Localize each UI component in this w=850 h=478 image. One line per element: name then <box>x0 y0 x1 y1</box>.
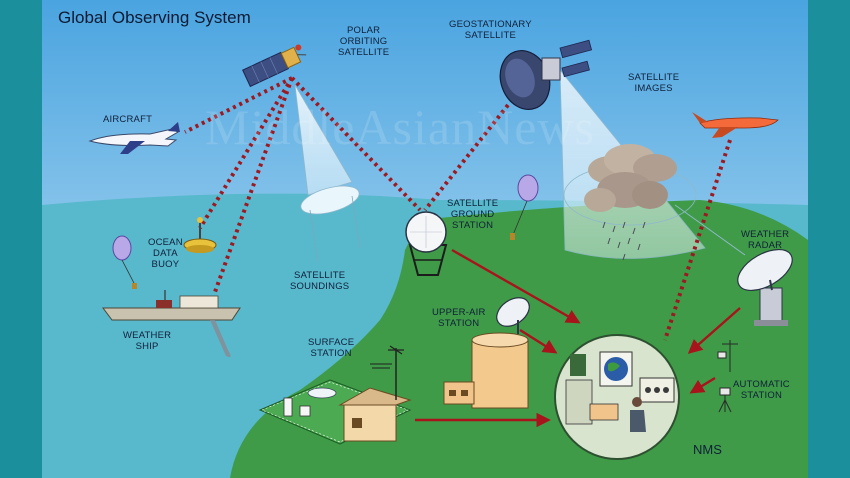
arrow-ground-nms <box>451 248 581 324</box>
label-geostationary-satellite: GEOSTATIONARY SATELLITE <box>449 19 532 41</box>
label-nms: NMS <box>693 442 722 457</box>
label-auto-line1: AUTOMATIC <box>733 379 790 390</box>
upper-air-balloon-icon <box>510 174 539 240</box>
label-surface-station: SURFACE STATION <box>308 337 354 359</box>
label-geo-line1: GEOSTATIONARY <box>449 19 532 30</box>
sounding-beam-line <box>351 195 361 249</box>
label-ground-line3: STATION <box>452 220 494 231</box>
surface-station-icon <box>258 345 412 445</box>
polar-satellite-icon <box>242 44 307 88</box>
label-satellite-soundings: SATELLITE SOUNDINGS <box>290 270 349 292</box>
label-polar-satellite: POLAR ORBITING SATELLITE <box>338 25 389 58</box>
nms-centre-icon <box>554 334 680 460</box>
aircraft-icon <box>88 122 180 154</box>
label-polar-line2: ORBITING <box>339 36 388 47</box>
link-geo-ground <box>423 103 510 212</box>
label-soundings-line1: SATELLITE <box>294 270 346 281</box>
sounding-beam-line <box>309 209 319 263</box>
weather-radar-icon <box>737 248 793 326</box>
label-ship-line2: SHIP <box>135 341 159 352</box>
label-aircraft: AIRCRAFT <box>103 114 153 125</box>
geostationary-satellite-icon <box>499 39 593 110</box>
label-buoy-line3: BUOY <box>151 259 180 270</box>
label-images-line1: SATELLITE <box>628 72 680 83</box>
rain <box>602 221 646 261</box>
link-polar-ship <box>213 77 294 293</box>
label-images-line2: IMAGES <box>634 83 673 94</box>
label-ground-line1: SATELLITE <box>447 198 499 209</box>
arrow-radar-nms <box>687 307 741 354</box>
label-polar-line3: SATELLITE <box>338 47 390 58</box>
label-ground-line2: GROUND <box>450 209 495 220</box>
flow-arrows <box>415 248 741 428</box>
link-polar-ground <box>290 76 422 212</box>
link-polar-aircraft <box>184 76 293 134</box>
automatic-station-icon <box>717 340 738 413</box>
link-aircraft-nms <box>663 139 732 341</box>
arrow-auto-nms <box>689 376 716 394</box>
label-surface-line1: SURFACE <box>308 337 355 348</box>
label-ocean-buoy: OCEAN DATA BUOY <box>148 237 183 270</box>
label-ship-line1: WEATHER <box>123 330 172 341</box>
label-auto-line2: STATION <box>740 390 783 401</box>
link-polar-buoy <box>198 76 294 230</box>
label-weather-ship: WEATHER SHIP <box>123 330 171 352</box>
ground-station-dish-icon <box>405 211 448 276</box>
label-upper-line2: STATION <box>438 318 480 329</box>
label-automatic-station: AUTOMATIC STATION <box>733 379 790 401</box>
radar-beam <box>674 204 746 256</box>
label-polar-line1: POLAR <box>347 25 381 36</box>
watermark-text: MiddleAsianNews <box>205 99 595 155</box>
storm-cloud <box>584 144 677 212</box>
label-upper-air-station: UPPER-AIR STATION <box>432 307 486 329</box>
label-surface-line2: STATION <box>310 348 352 359</box>
upper-air-station-icon <box>443 297 530 409</box>
arrow-upper-nms <box>519 328 558 354</box>
label-soundings-line2: SOUNDINGS <box>290 281 350 292</box>
page-title: Global Observing System <box>58 8 251 27</box>
label-upper-line1: UPPER-AIR <box>432 307 486 318</box>
label-ground-station: SATELLITE GROUND STATION <box>447 198 498 231</box>
label-radar-line2: RADAR <box>747 240 783 251</box>
aircraft-right-icon <box>692 112 779 138</box>
label-satellite-images: SATELLITE IMAGES <box>628 72 679 94</box>
weather-ship-icon <box>102 290 241 358</box>
sounding-beam-end <box>300 185 360 215</box>
label-geo-line2: SATELLITE <box>464 30 517 41</box>
label-weather-radar: WEATHER RADAR <box>741 229 789 251</box>
weather-balloon-icon <box>112 235 137 289</box>
label-radar-line1: WEATHER <box>741 229 790 240</box>
label-buoy-line1: OCEAN <box>148 237 183 248</box>
label-buoy-line2: DATA <box>153 248 178 259</box>
ocean-buoy-icon <box>183 217 217 253</box>
data-links <box>184 76 732 341</box>
